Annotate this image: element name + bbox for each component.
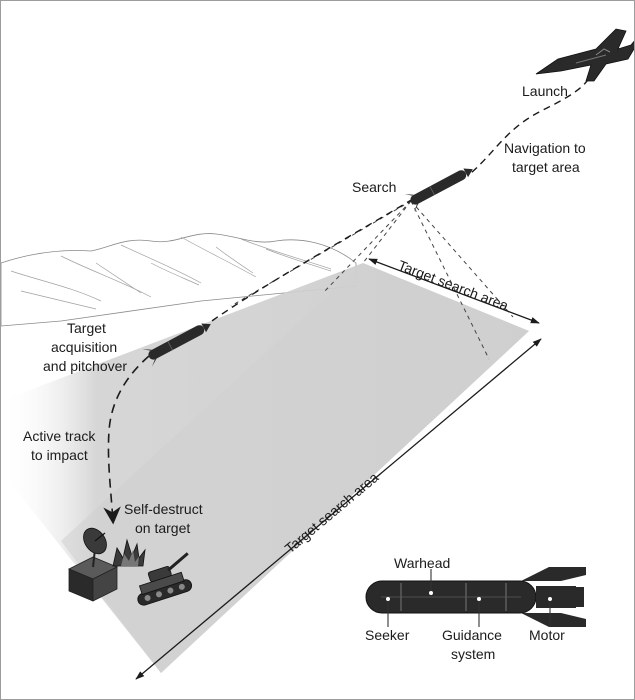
- motor-label: Motor: [529, 627, 565, 643]
- guidance-label-line2: system: [451, 646, 495, 662]
- radar-dish-icon: [68, 527, 118, 602]
- search-area-width-arrow: [368, 258, 540, 324]
- search-area-length-arrow: [135, 338, 542, 680]
- tank-icon: [137, 552, 193, 606]
- target-acquisition-label-line1: Target: [67, 320, 106, 336]
- self-destruct-label-line2: on target: [135, 520, 190, 536]
- launch-label: Launch: [522, 83, 568, 99]
- jet-aircraft-icon: [535, 28, 634, 82]
- warhead-label: Warhead: [394, 555, 450, 571]
- flight-path-search-to-acquisition: [208, 198, 414, 324]
- terrain-hills: [1, 233, 357, 327]
- active-track-label-line2: to impact: [31, 447, 88, 463]
- terminal-trajectory: [103, 355, 150, 525]
- search-label: Search: [352, 179, 396, 195]
- navigation-label-line2: target area: [512, 159, 580, 175]
- explosion-icon: [112, 538, 146, 567]
- seeker-label: Seeker: [365, 627, 410, 643]
- flight-path-navigation: [470, 55, 594, 174]
- navigation-label-line1: Navigation to: [504, 140, 586, 156]
- target-acquisition-label-line2: acquisition: [51, 339, 117, 355]
- missile-cutaway: [365, 567, 586, 627]
- missile-icon: [142, 323, 211, 367]
- target-acquisition-label-line3: and pitchover: [43, 358, 127, 374]
- active-track-label-line1: Active track: [23, 428, 96, 444]
- self-destruct-label-line1: Self-destruct: [124, 501, 203, 517]
- missile-icon: [404, 168, 473, 212]
- guidance-label-line1: Guidance: [442, 627, 502, 643]
